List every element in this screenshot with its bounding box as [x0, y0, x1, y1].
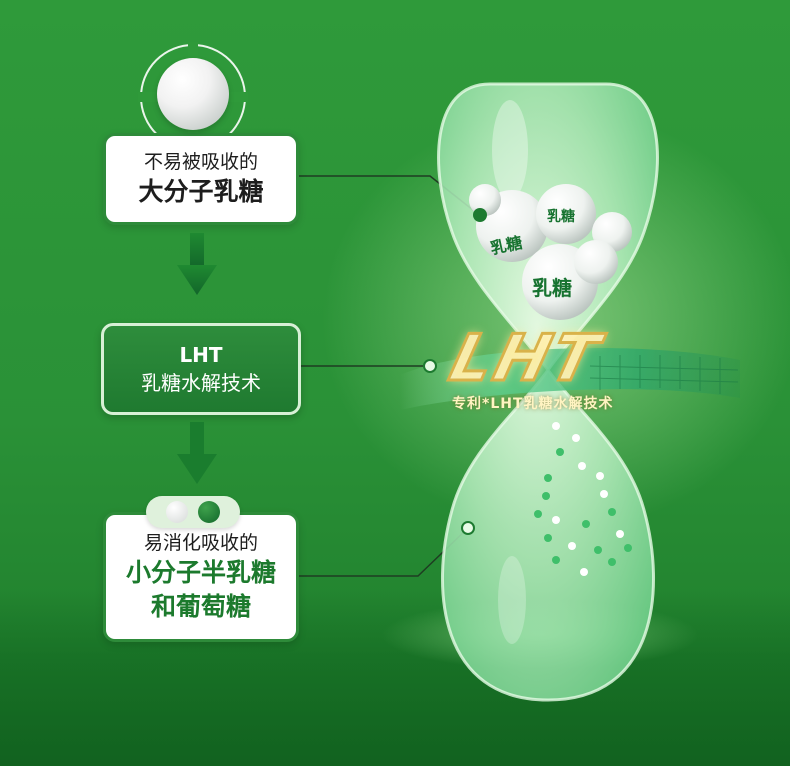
- lactose-ball-icon: [536, 184, 596, 244]
- glass-highlight-lower: [498, 556, 526, 644]
- patent-caption: 专利*LHT乳糖水解技术: [452, 396, 614, 412]
- ball-label: 乳糖: [532, 276, 572, 300]
- glass-highlight: [492, 100, 528, 200]
- connector-dot: [423, 359, 437, 373]
- step3-line3: 和葡萄糖: [150, 592, 251, 621]
- ball-label: 乳糖: [547, 209, 575, 225]
- step-lht-technology: LHT 乳糖水解技术: [101, 323, 301, 415]
- galactose-dot: [166, 501, 188, 523]
- arrow-down-icon: [177, 422, 217, 484]
- connector-dot: [461, 521, 475, 535]
- step2-line1: LHT: [179, 343, 223, 367]
- lactose-ball-icon: [574, 240, 618, 284]
- step3-line2: 小分子半乳糖: [125, 558, 276, 587]
- small-molecules: [534, 422, 632, 576]
- step1-line2: 大分子乳糖: [138, 177, 264, 206]
- step3-line1: 易消化吸收的: [143, 532, 258, 554]
- lactose-ball-icon: [157, 58, 229, 130]
- step-large-lactose: 不易被吸收的 大分子乳糖: [103, 133, 299, 225]
- lht-grid: [589, 355, 739, 394]
- step1-line1: 不易被吸收的: [143, 151, 258, 173]
- connector-dot: [473, 208, 487, 222]
- glucose-dot: [198, 501, 220, 523]
- molecule-pill-icon: [146, 496, 240, 528]
- lactose-ball-icon: [469, 184, 501, 216]
- lht-band: [400, 348, 740, 410]
- arrow-down-icon: [177, 233, 217, 295]
- lht-brand-outline: LHT: [441, 321, 609, 398]
- step2-line2: 乳糖水解技术: [141, 371, 261, 395]
